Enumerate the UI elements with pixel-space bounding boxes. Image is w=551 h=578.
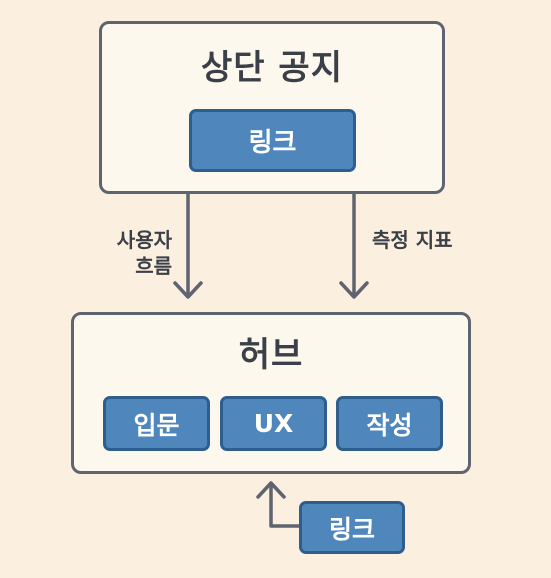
top-notice-box: 상단 공지 링크 — [99, 21, 445, 194]
hub-item-intro[interactable]: 입문 — [103, 396, 210, 451]
hub-item-ux[interactable]: UX — [220, 396, 327, 451]
hub-title: 허브 — [238, 335, 304, 375]
arrow-user-flow — [173, 192, 203, 299]
hub-box: 허브 입문 UX 작성 — [71, 312, 471, 474]
arrow-metrics — [339, 192, 369, 299]
edge-label-user-flow-line1: 사용자 — [116, 228, 172, 252]
bottom-link-button[interactable]: 링크 — [299, 501, 405, 554]
hub-item-writing[interactable]: 작성 — [336, 396, 443, 451]
edge-label-user-flow: 사용자 흐름 — [82, 227, 172, 279]
edge-label-metrics: 측정 지표 — [372, 228, 453, 252]
top-notice-link-button[interactable]: 링크 — [189, 109, 356, 172]
top-notice-title: 상단 공지 — [201, 48, 343, 88]
arrow-bottom-link — [256, 481, 304, 528]
edge-label-user-flow-line2: 흐름 — [135, 254, 172, 278]
